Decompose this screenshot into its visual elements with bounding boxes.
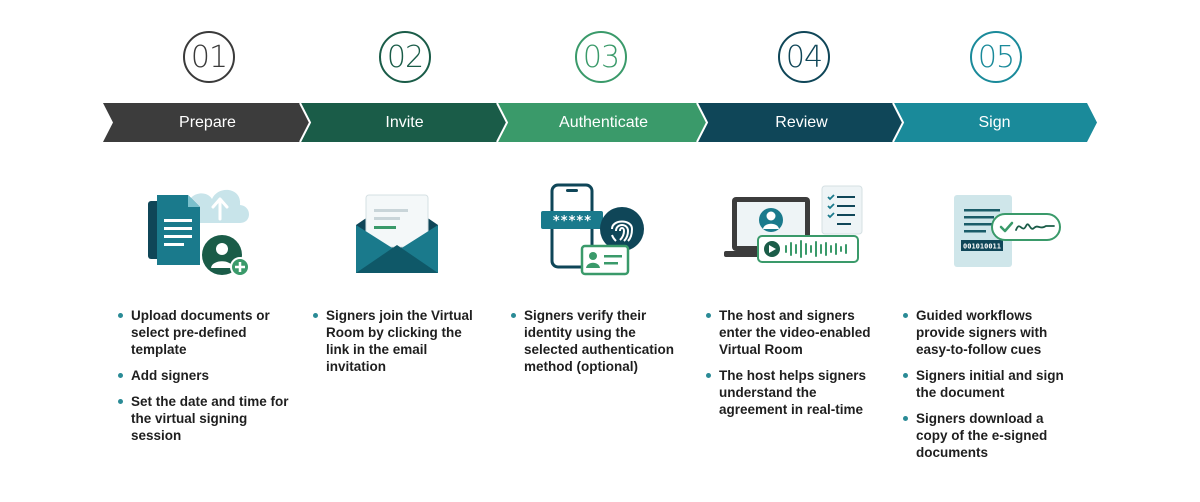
step-number: 04 [785,39,823,75]
process-arrow-banner: Prepare Invite Authenticate Review Sign [0,103,1200,142]
arrow-segment-invite [300,103,510,142]
step-bullets-review: The host and signers enter the video-ena… [706,307,884,427]
step-number-circle: 01 [183,31,235,83]
arrow-segment-authenticate [497,103,711,142]
step-number: 03 [582,39,620,75]
list-item: The host helps signers understand the ag… [706,367,884,418]
list-item: Signers join the Virtual Room by clickin… [313,307,488,375]
step-bullets-invite: Signers join the Virtual Room by clickin… [313,307,488,384]
step-label-invite: Invite [385,114,424,131]
step-label-authenticate: Authenticate [559,114,648,131]
list-item: Signers initial and sign the document [903,367,1073,401]
list-item: Guided workflows provide signers with ea… [903,307,1073,358]
email-envelope-icon [352,185,442,275]
step-number: 01 [190,39,228,75]
list-item: Upload documents or select pre-defined t… [118,307,293,358]
password-mask-text: ***** [552,214,591,229]
step-bullets-authenticate: Signers verify their identity using the … [511,307,691,384]
signed-document-icon: 001010011 [950,190,1065,270]
step-number-circle: 03 [575,31,627,83]
step-number: 02 [386,39,424,75]
arrow-segment-review [697,103,907,142]
laptop-video-checklist-icon [722,183,864,273]
list-item: Signers download a copy of the e-signed … [903,410,1073,461]
step-label-review: Review [775,114,828,131]
list-item: Signers verify their identity using the … [511,307,691,375]
step-label-prepare: Prepare [179,114,236,131]
list-item: The host and signers enter the video-ena… [706,307,884,358]
arrow-segment-sign [893,103,1097,142]
step-number-circle: 05 [970,31,1022,83]
step-bullets-prepare: Upload documents or select pre-defined t… [118,307,293,453]
step-bullets-sign: Guided workflows provide signers with ea… [903,307,1073,470]
phone-fingerprint-id-icon: ***** [538,183,653,278]
step-label-sign: Sign [978,114,1011,131]
step-number: 05 [977,39,1015,75]
list-item: Set the date and time for the virtual si… [118,393,293,444]
document-upload-add-user-icon [140,175,255,280]
step-number-circle: 04 [778,31,830,83]
binary-code-text: 001010011 [963,243,1001,251]
list-item: Add signers [118,367,293,384]
arrow-segments [103,103,1097,142]
arrow-segment-prepare [103,103,313,142]
step-number-circle: 02 [379,31,431,83]
